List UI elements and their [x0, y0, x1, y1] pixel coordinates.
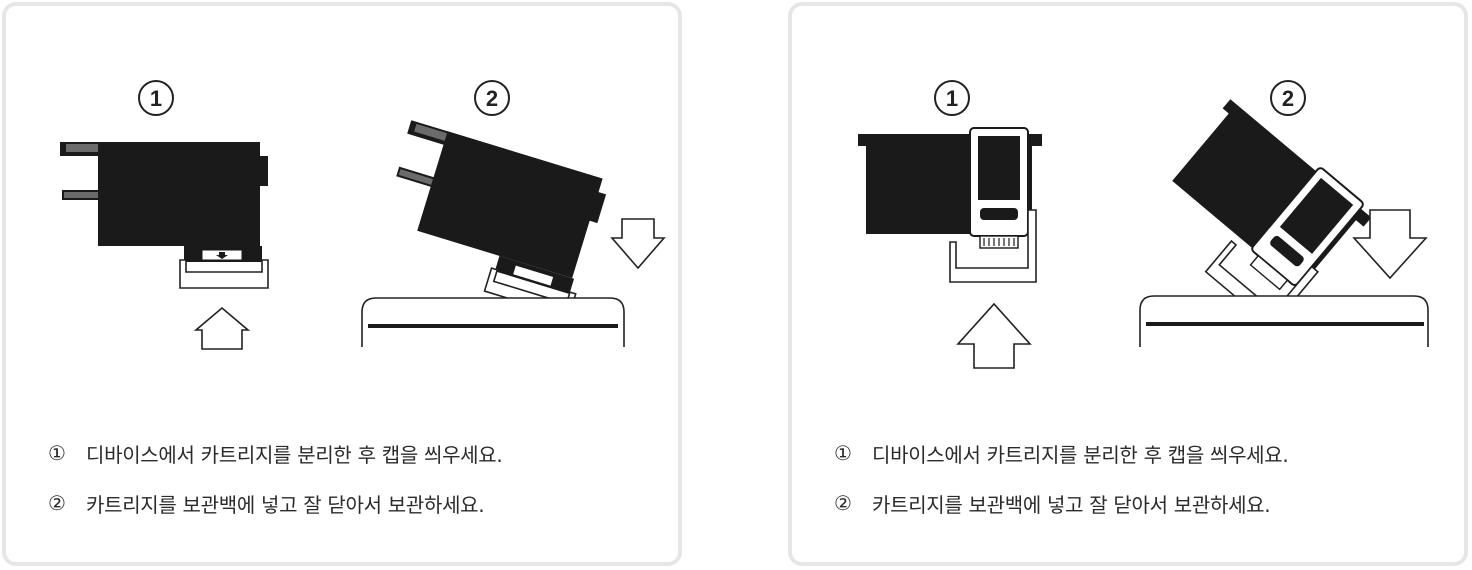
step-text: 디바이스에서 카트리지를 분리한 후 캡을 씌우세요.	[86, 442, 503, 467]
step-list-right: ① 디바이스에서 카트리지를 분리한 후 캡을 씌우세요. ② 카트리지를 보관…	[834, 428, 1289, 528]
cartridge-icon	[396, 120, 607, 318]
storage-bag-icon	[361, 297, 625, 347]
step-item: ① 디바이스에서 카트리지를 분리한 후 캡을 씌우세요.	[834, 428, 1289, 478]
down-arrow-icon	[610, 218, 666, 270]
step-item: ① 디바이스에서 카트리지를 분리한 후 캡을 씌우세요.	[48, 428, 503, 478]
step-number: ②	[834, 491, 852, 515]
cartridge-icon	[60, 142, 268, 262]
step-item: ② 카트리지를 보관백에 넣고 잘 닫아서 보관하세요.	[834, 478, 1288, 528]
cartridge-diagram-left: 1 2	[60, 80, 666, 350]
step-text: 카트리지를 보관백에 넣고 잘 닫아서 보관하세요.	[86, 492, 485, 517]
circled-number-icon: 2	[474, 80, 510, 116]
cap-icon	[179, 259, 269, 289]
step-text: 디바이스에서 카트리지를 분리한 후 캡을 씌우세요.	[872, 442, 1289, 467]
instruction-panel-left: 1 2	[2, 2, 682, 566]
step-list-left: ① 디바이스에서 카트리지를 분리한 후 캡을 씌우세요. ② 카트리지를 보관…	[48, 428, 503, 528]
step-item: ② 카트리지를 보관백에 넣고 잘 닫아서 보관하세요.	[48, 478, 502, 528]
cartridge-diagram-right: 1 2	[858, 80, 1429, 369]
cartridge-icon	[858, 127, 1042, 249]
step-number: ①	[834, 441, 852, 465]
storage-bag-icon	[1139, 295, 1429, 347]
step2-figure-label: 2	[486, 86, 498, 111]
circled-number-icon: 2	[1270, 80, 1306, 116]
step-number: ②	[48, 491, 66, 515]
step1-figure-label: 1	[150, 86, 162, 111]
step-text: 카트리지를 보관백에 넣고 잘 닫아서 보관하세요.	[872, 492, 1271, 517]
down-arrow-icon	[1352, 209, 1428, 280]
step2-figure-label: 2	[1282, 86, 1294, 111]
step-number: ①	[48, 441, 66, 465]
step1-figure-label: 1	[946, 86, 958, 111]
up-arrow-icon	[193, 306, 251, 350]
cap-icon	[949, 209, 1037, 283]
circled-number-icon: 1	[138, 80, 174, 116]
circled-number-icon: 1	[934, 80, 970, 116]
up-arrow-icon	[956, 302, 1032, 369]
cartridge-icon	[1172, 99, 1372, 329]
instruction-panel-right: 1 2	[788, 2, 1468, 566]
